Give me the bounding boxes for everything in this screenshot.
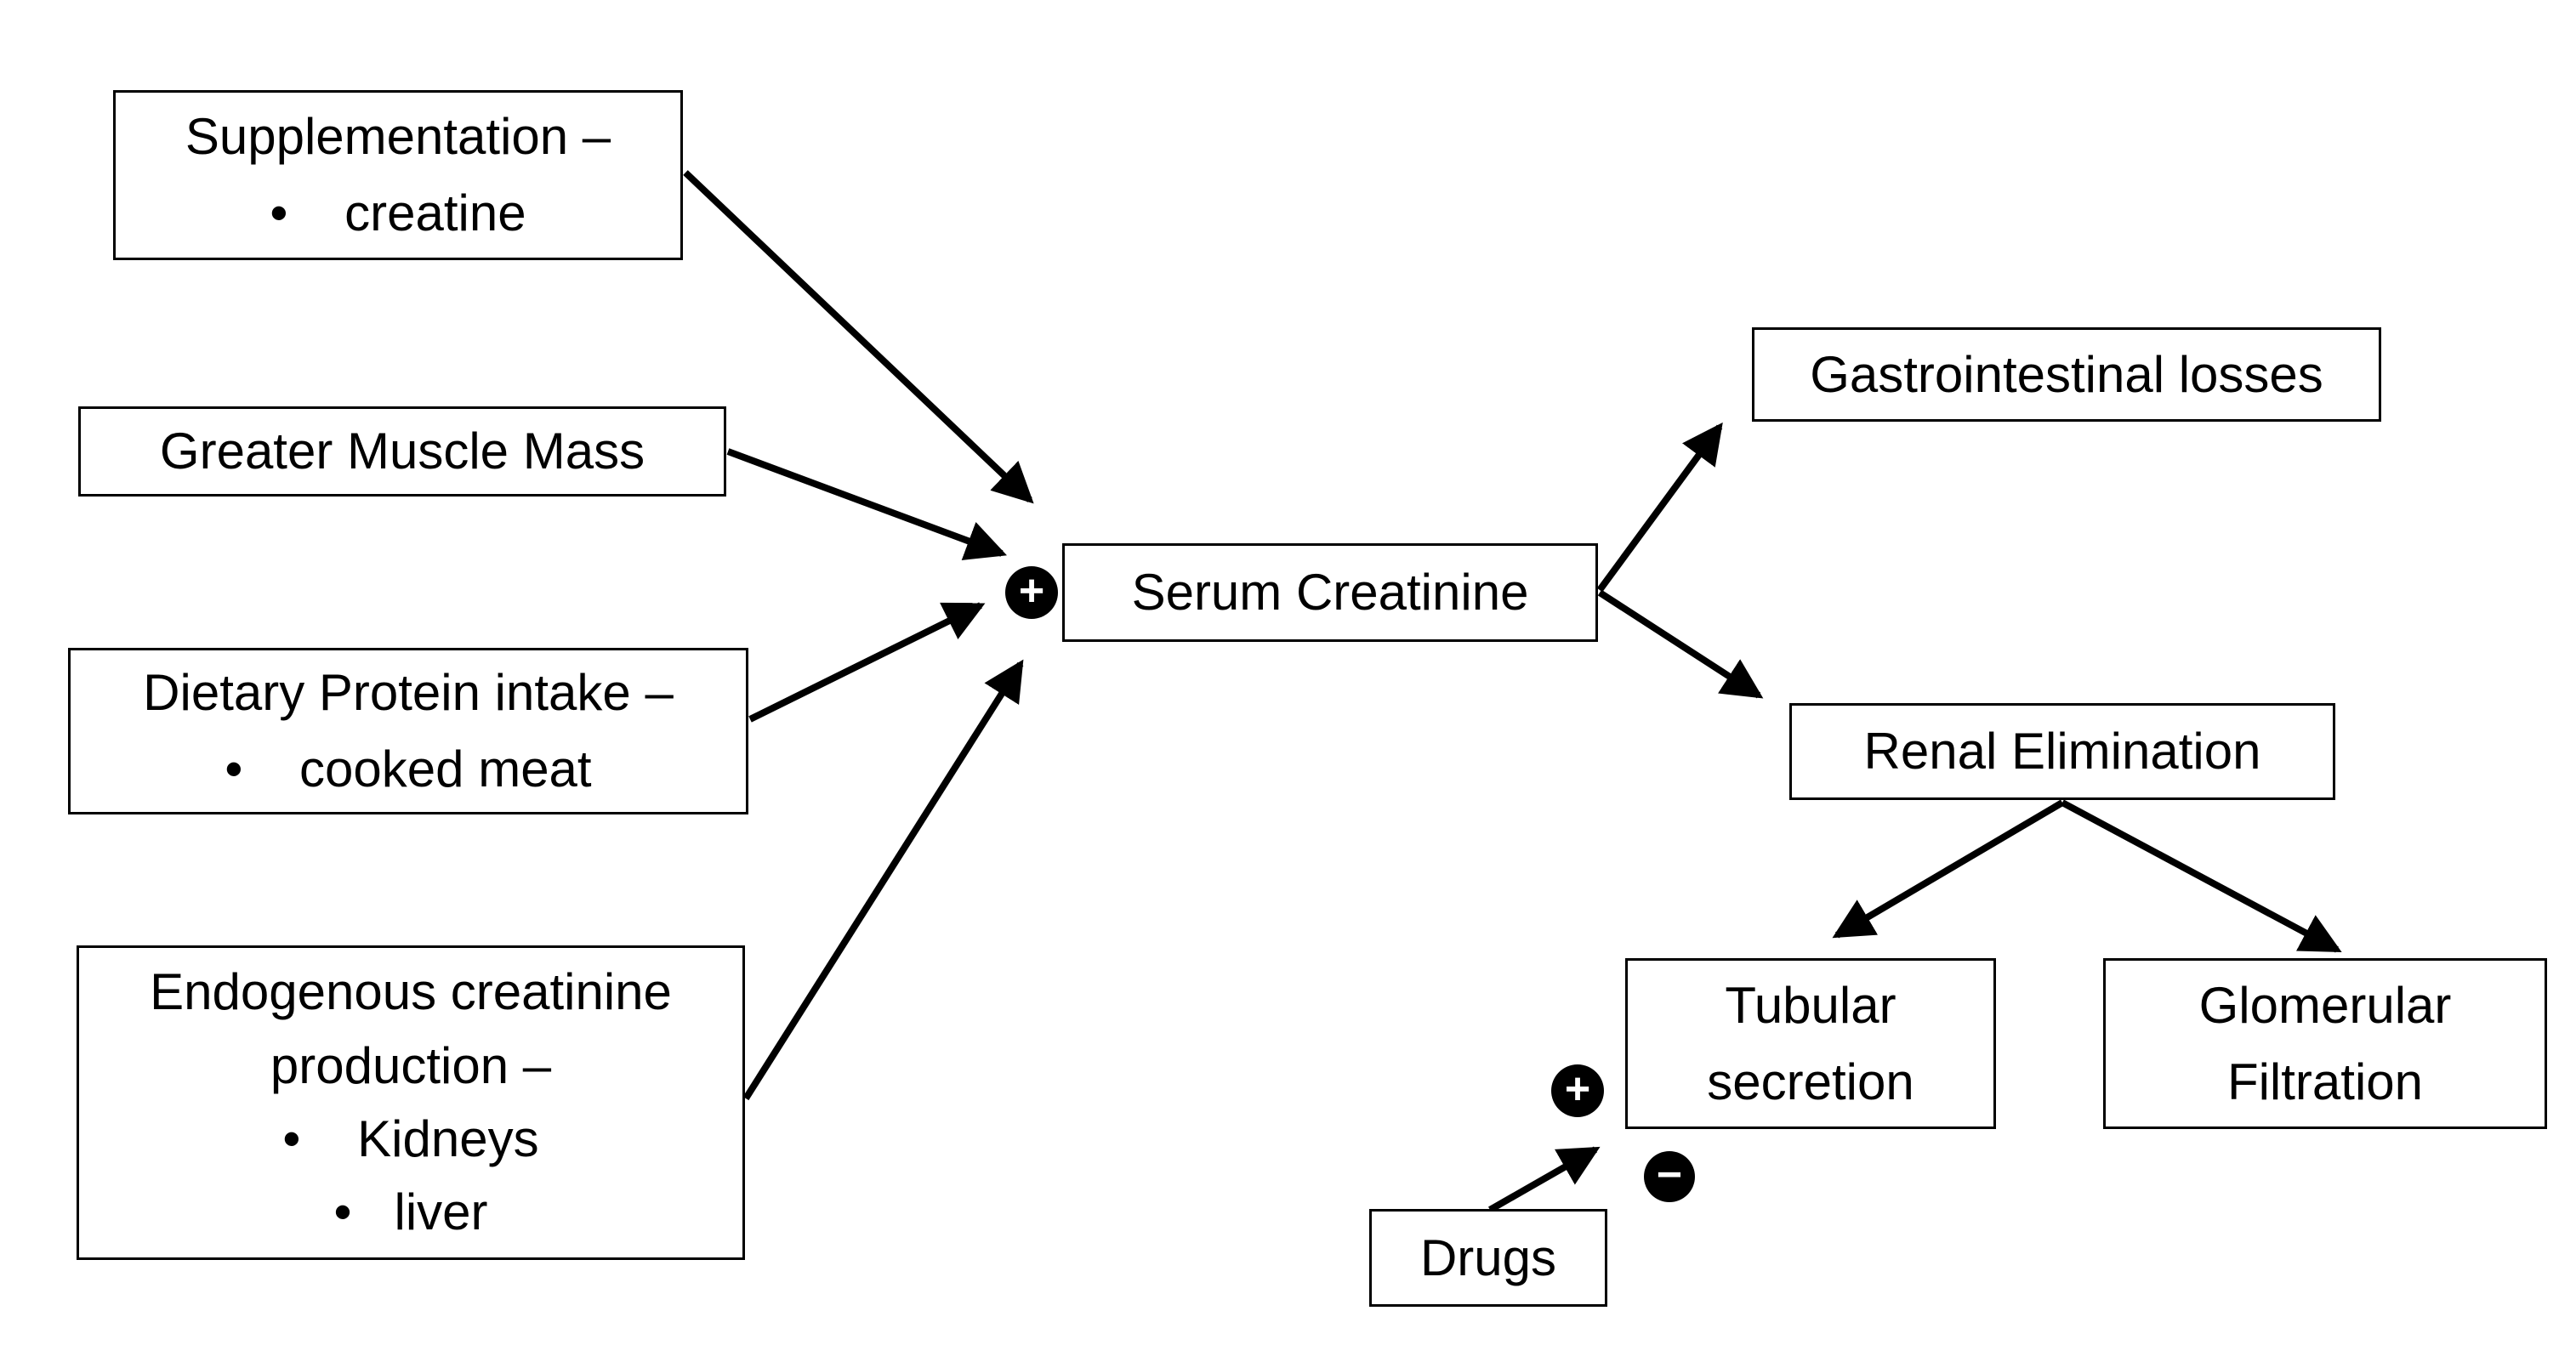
node-tubular-secretion: Tubular secretion [1625,958,1996,1129]
node-endogenous-line1: Endogenous creatinine [150,963,672,1021]
arrow-endogenous-to-serum [742,659,1024,1101]
node-endogenous-creatinine-production: Endogenous creatinine production – • Kid… [77,945,745,1260]
node-drugs-label: Drugs [1419,1229,1557,1286]
arrow-renal-to-glomerular [2061,799,2342,953]
node-dietary-protein-intake: Dietary Protein intake – • cooked meat [68,648,748,814]
node-serum-creatinine: Serum Creatinine [1062,543,1598,642]
node-endogenous-bullet-liver: • liver [333,1183,488,1241]
node-tubular-secretion-line1: Tubular [1725,976,1896,1034]
node-drugs: Drugs [1369,1209,1607,1307]
node-glomerular-filtration-line1: Glomerular [2198,976,2452,1034]
arrow-serum-to-gastro [1596,422,1723,593]
arrow-serum-to-renal [1597,589,1764,699]
node-glomerular-filtration: Glomerular Filtration [2103,958,2547,1129]
node-gastrointestinal-losses: Gastrointestinal losses [1752,327,2381,422]
node-greater-muscle-mass: Greater Muscle Mass [78,406,726,497]
node-serum-creatinine-label: Serum Creatinine [1131,564,1529,621]
plus-badge-tubular-secretion: + [1551,1064,1604,1117]
arrow-drugs-to-tubular [1488,1146,1601,1213]
node-tubular-secretion-line2: secretion [1707,1053,1914,1110]
arrow-renal-to-tubular [1832,799,2065,939]
arrow-muscle-to-serum [726,448,1007,560]
arrow-dietary-to-serum [748,602,986,723]
plus-icon: + [1018,566,1045,616]
node-supplementation: Supplementation – • creatine [113,90,683,260]
node-supplementation-bullet-creatine: • creatine [270,184,526,241]
plus-icon: + [1564,1064,1591,1114]
node-glomerular-filtration-line2: Filtration [2226,1053,2424,1110]
node-supplementation-line1: Supplementation – [185,108,611,165]
arrow-supplementation-to-serum [683,170,1034,504]
node-greater-muscle-mass-label: Greater Muscle Mass [159,423,645,480]
plus-badge-serum: + [1005,566,1058,619]
node-gastrointestinal-losses-label: Gastrointestinal losses [1810,345,2323,403]
node-renal-elimination-label: Renal Elimination [1863,723,2261,780]
node-endogenous-line2: production – [270,1036,552,1094]
minus-badge-tubular-secretion: − [1644,1151,1695,1202]
node-endogenous-bullet-kidneys: • Kidneys [282,1110,539,1167]
node-dietary-bullet-cooked-meat: • cooked meat [225,741,592,797]
node-renal-elimination: Renal Elimination [1789,703,2335,800]
minus-icon: − [1656,1150,1683,1200]
node-dietary-line1: Dietary Protein intake – [143,664,674,721]
